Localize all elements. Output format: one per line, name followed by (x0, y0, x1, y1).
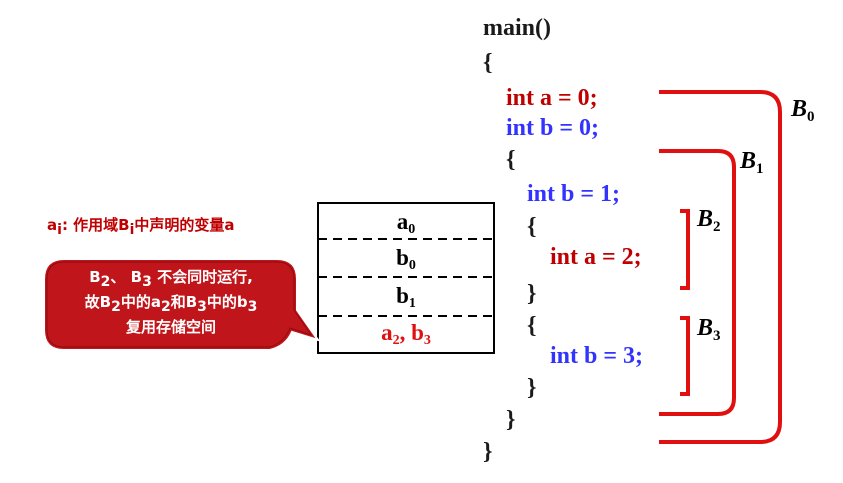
code-int-b0: int b = 0; (506, 115, 600, 141)
storage-cell-a2-b3: a2, b3 (381, 320, 431, 348)
storage-cell-b1: b1 (396, 283, 416, 311)
callout-line-1: B2、 B3 不会同时运行, (89, 268, 253, 290)
code-close-main: } (483, 439, 493, 465)
storage-table (317, 202, 495, 354)
callout-line-2: 故B2中的a2和B3中的b3 (84, 293, 258, 315)
code-int-b1: int b = 1; (527, 181, 621, 207)
code-open-b3: { (527, 313, 537, 339)
code-close-b3: } (527, 375, 537, 401)
storage-cell-a0: a0 (396, 209, 416, 237)
storage-cell-b0: b0 (396, 245, 416, 273)
code-open-main: { (483, 50, 493, 76)
scope-label-b0: B0 (791, 96, 815, 125)
code-int-b3: int b = 3; (550, 343, 644, 369)
scope-label-b2: B2 (697, 206, 721, 235)
callout-line-3: 复用存储空间 (125, 318, 216, 336)
code-open-b1: { (506, 147, 516, 173)
scope-note: ai: 作用域Bi中声明的变量a (47, 216, 235, 238)
code-open-b2: { (527, 214, 537, 240)
code-main: main() (483, 15, 551, 41)
storage-cells: a0 b0 b1 a2, b3 (318, 203, 494, 353)
scope-bracket-b3 (680, 316, 690, 396)
code-int-a0: int a = 0; (506, 85, 598, 111)
scope-label-b1: B1 (740, 148, 764, 177)
code-close-b2: } (527, 281, 537, 307)
callout-bubble (43, 258, 321, 351)
scope-bracket-b1 (659, 149, 736, 416)
code-close-b1: } (506, 407, 516, 433)
scope-label-b3: B3 (697, 315, 721, 344)
scope-bracket-b2 (680, 209, 690, 290)
scope-bracket-b0 (659, 90, 782, 444)
code-int-a2: int a = 2; (550, 244, 642, 270)
